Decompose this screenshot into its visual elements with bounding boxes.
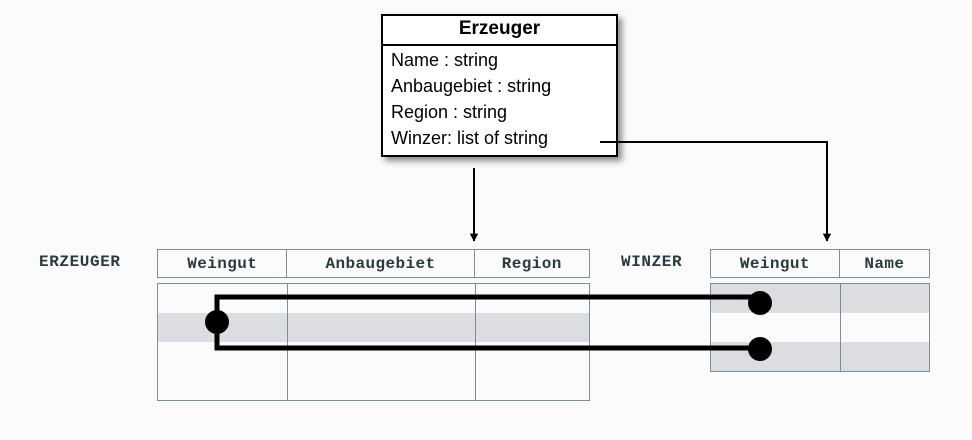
winzer-column-weingut: Weingut <box>711 250 840 277</box>
table-row <box>711 284 929 313</box>
uml-attribute-anbaugebiet: Anbaugebiet : string <box>391 75 552 96</box>
table-cell <box>841 342 929 371</box>
table-cell <box>288 371 476 400</box>
table-cell <box>476 284 589 313</box>
table-label-erzeuger: ERZEUGER <box>39 253 121 271</box>
winzer-column-name: Name <box>864 254 905 273</box>
uml-class-box-erzeuger: Erzeuger Name : string Anbaugebiet : str… <box>381 14 618 157</box>
uml-attribute-name: Name : string <box>391 49 499 70</box>
winzer-body <box>710 283 930 372</box>
table-cell <box>158 284 288 313</box>
erzeuger-header-row: Weingut Anbaugebiet Region <box>157 249 590 278</box>
table-cell <box>288 342 476 371</box>
uml-attribute-list: Name : string Anbaugebiet : string Regio… <box>383 46 616 155</box>
table-cell <box>476 313 589 342</box>
table-row <box>158 284 589 313</box>
table-cell <box>476 342 589 371</box>
uml-attribute-region: Region : string <box>391 101 508 122</box>
table-cell <box>476 371 589 400</box>
table-row <box>711 342 929 371</box>
table-label-winzer: WINZER <box>621 253 683 271</box>
table-cell <box>841 313 929 342</box>
table-row <box>158 313 589 342</box>
uml-attribute-winzer: Winzer: list of string <box>391 127 549 148</box>
table-row <box>711 313 929 342</box>
table-row <box>158 342 589 371</box>
table-row <box>158 371 589 400</box>
erzeuger-body <box>157 283 590 401</box>
erzeuger-column-weingut: Weingut <box>158 250 288 277</box>
erzeuger-column-anbaugebiet: Anbaugebiet <box>287 250 475 277</box>
table-cell <box>158 371 288 400</box>
table-cell <box>711 313 841 342</box>
table-cell <box>711 284 841 313</box>
table-cell <box>158 313 288 342</box>
table-cell <box>158 342 288 371</box>
arrow-winzer-attribute-to-winzer-table <box>600 141 832 242</box>
erzeuger-column-region: Region <box>501 254 562 273</box>
table-cell <box>288 313 476 342</box>
winzer-header-row: Weingut Name <box>710 249 930 278</box>
uml-class-name: Erzeuger <box>383 16 616 46</box>
table-cell <box>841 284 929 313</box>
table-cell <box>288 284 476 313</box>
table-cell <box>711 342 841 371</box>
